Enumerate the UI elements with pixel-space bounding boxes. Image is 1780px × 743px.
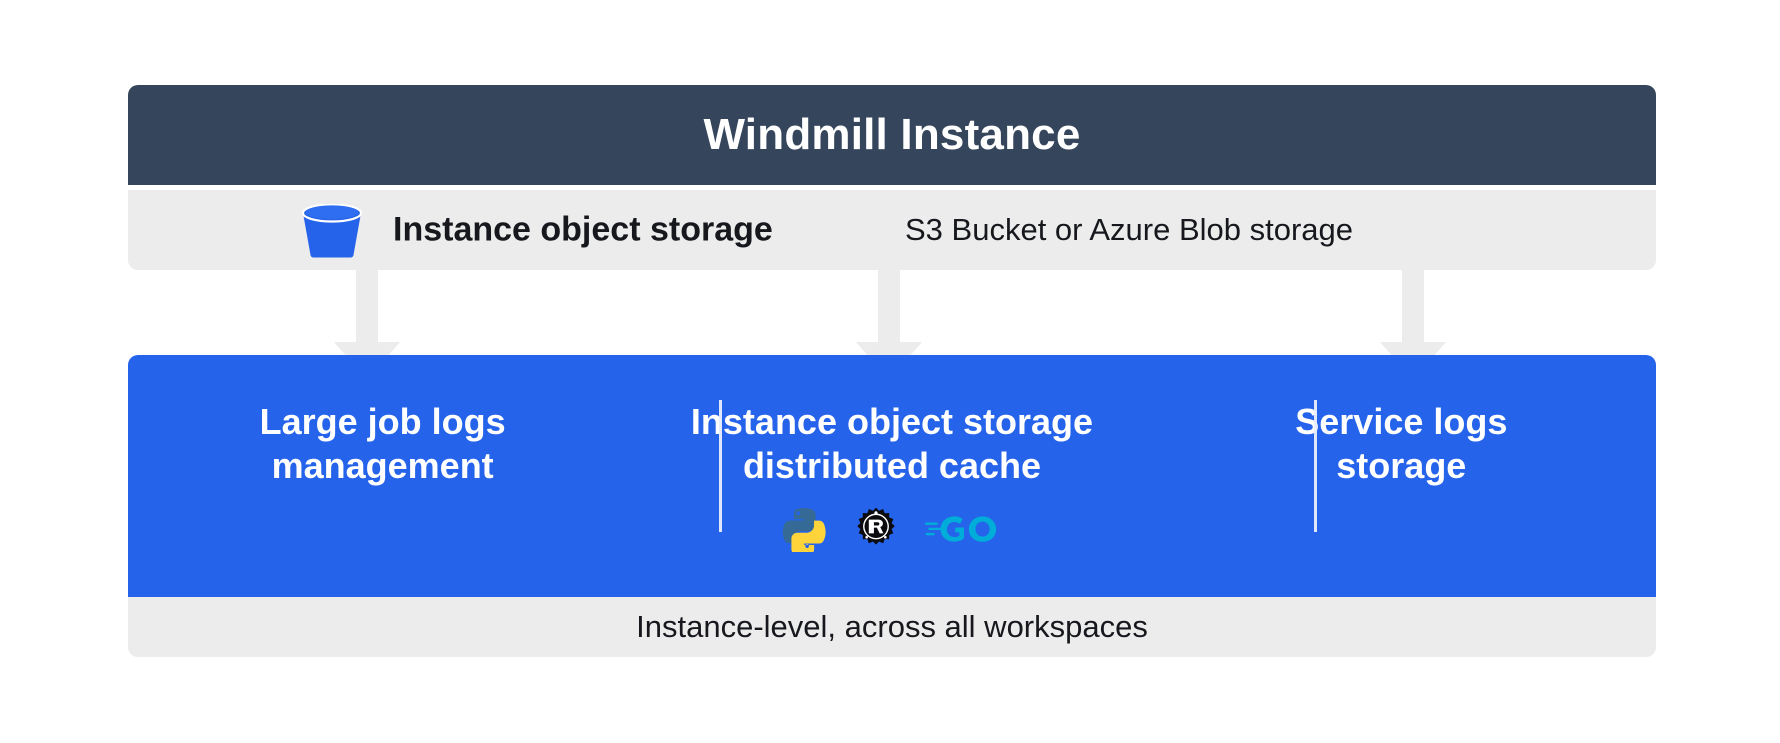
connector-stem [356, 270, 378, 342]
features-panel: Large job logs management Instance objec… [128, 355, 1656, 597]
rust-logo [853, 506, 899, 557]
instance-object-storage-label: Instance object storage [393, 210, 773, 249]
panel-column-distributed-cache: Instance object storage distributed cach… [637, 355, 1146, 597]
panel-column-service-logs: Service logs storage [1147, 355, 1656, 597]
python-logo [781, 506, 827, 557]
go-logo [924, 509, 1003, 554]
column-divider [719, 400, 722, 532]
language-logos [781, 506, 1003, 557]
page-title: Windmill Instance [703, 110, 1081, 159]
instance-object-storage-sublabel: S3 Bucket or Azure Blob storage [905, 212, 1354, 247]
bucket-icon [300, 203, 364, 258]
panel-column-large-job-logs: Large job logs management [128, 355, 637, 597]
connector-stem [878, 270, 900, 342]
instance-object-storage-row: Instance object storage S3 Bucket or Azu… [128, 190, 1656, 270]
column-divider [1314, 400, 1317, 532]
footer-caption: Instance-level, across all workspaces [636, 609, 1148, 644]
panel-column-title: Large job logs management [259, 401, 506, 486]
panel-column-title: Service logs storage [1295, 401, 1508, 486]
windmill-instance-header: Windmill Instance [128, 85, 1656, 185]
connector-stem [1402, 270, 1424, 342]
instance-level-footer: Instance-level, across all workspaces [128, 597, 1656, 657]
panel-column-title: Instance object storage distributed cach… [690, 401, 1094, 486]
